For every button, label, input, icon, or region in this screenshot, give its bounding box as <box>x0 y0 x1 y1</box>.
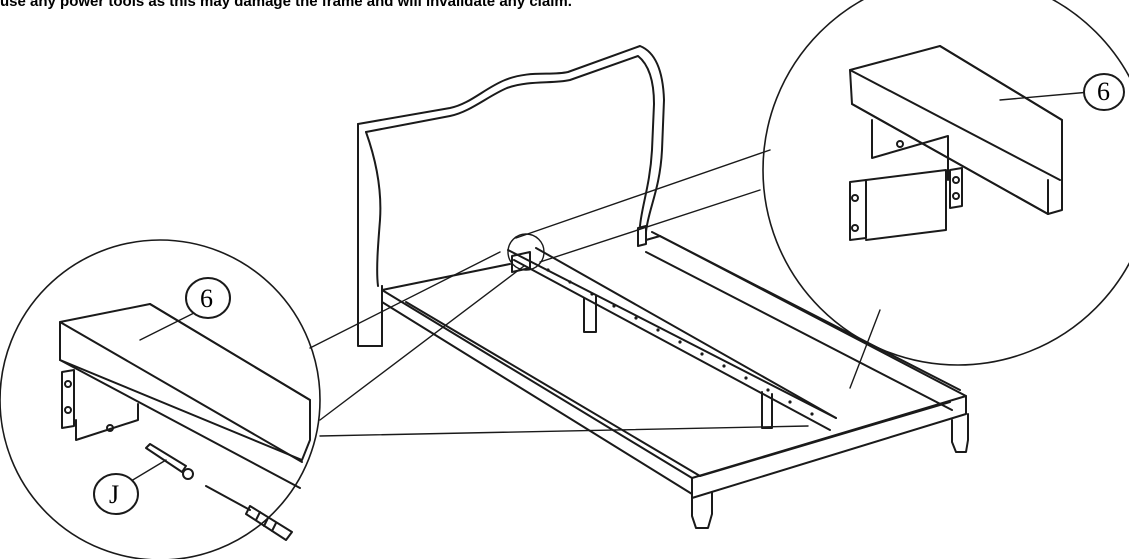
callout-part-6-bottom: 6 <box>139 277 231 341</box>
callout-part-6-top: 6 <box>999 73 1125 111</box>
warning-note: use any power tools as this may damage t… <box>0 0 572 10</box>
callout-part-j: J <box>93 459 167 515</box>
callout-leaders <box>309 149 881 437</box>
label-j: J <box>109 480 119 509</box>
bed-frame <box>381 225 969 529</box>
detail-circle-left <box>0 239 321 559</box>
label-6-top: 6 <box>1097 77 1110 106</box>
label-6-bottom: 6 <box>200 284 213 313</box>
headboard <box>357 45 665 347</box>
detail-circle-right <box>762 0 1129 366</box>
